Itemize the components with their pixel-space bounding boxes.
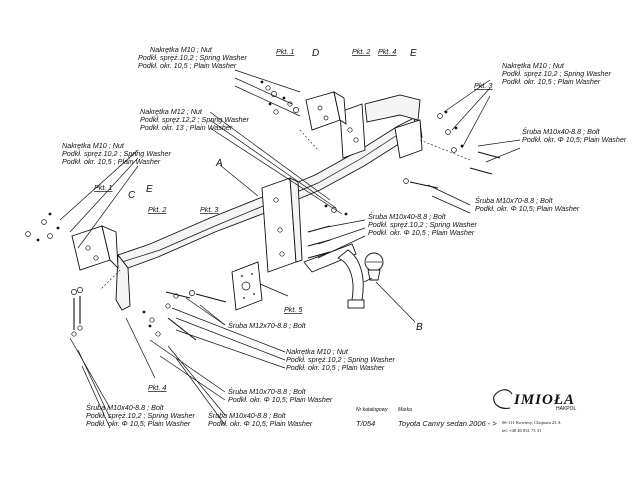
svg-text:Nakrętka M10 ; Nut: Nakrętka M10 ; Nut (286, 347, 349, 356)
svg-text:Nakrętka M10 ; Nut: Nakrętka M10 ; Nut (502, 61, 565, 70)
svg-text:Pkt. 4: Pkt. 4 (378, 47, 396, 56)
svg-text:Podkł. okr. Φ 10,5; Plain Wash: Podkł. okr. Φ 10,5; Plain Washer (522, 135, 627, 144)
callout-bolt-right-upper: Śruba M10x40-8.8 ; Bolt Podkł. okr. Φ 10… (522, 127, 627, 144)
svg-text:A: A (215, 158, 223, 169)
svg-text:E: E (146, 184, 153, 195)
fasteners-top-center (260, 80, 299, 115)
svg-text:Podkł. spręż.10,2 ; Spring Was: Podkł. spręż.10,2 ; Spring Washer (502, 69, 612, 78)
svg-text:Podkł. spręż.10,2 ; Spring Was: Podkł. spręż.10,2 ; Spring Washer (286, 355, 396, 364)
svg-text:IMIOŁA: IMIOŁA (513, 392, 575, 408)
svg-text:Nakrętka M12 ; Nut: Nakrętka M12 ; Nut (140, 107, 203, 116)
svg-text:Pkt. 2: Pkt. 2 (148, 205, 166, 214)
svg-text:Podkł. spręż.10,2 ; Spring Was: Podkł. spręż.10,2 ; Spring Washer (138, 53, 248, 62)
svg-text:D: D (312, 48, 319, 59)
callout-bolt-m12: Śruba M12x70-8.8 ; Bolt (228, 321, 307, 330)
svg-text:Podkł. spręż.10,2 ; Spring Was: Podkł. spręż.10,2 ; Spring Washer (368, 220, 478, 229)
svg-text:Pkt. 5: Pkt. 5 (284, 305, 303, 314)
svg-text:Nr katalogowy: Nr katalogowy (356, 407, 388, 413)
svg-text:Podkł. okr. Φ 10,5; Plain Wash: Podkł. okr. Φ 10,5; Plain Washer (475, 204, 580, 213)
svg-text:Pkt. 4: Pkt. 4 (148, 383, 166, 392)
brand-logo: IMIOŁA HAKPOL 06-111 Kowiesy, Chojnata 2… (493, 389, 577, 433)
callout-bolt-bottom-left: Śruba M10x40-8.8 ; Bolt Podkł. spręż.10,… (86, 403, 196, 428)
svg-text:E: E (410, 48, 417, 59)
svg-text:Podkł. okr. Φ 10,5 ; Plain Was: Podkł. okr. Φ 10,5 ; Plain Washer (368, 228, 475, 237)
svg-text:Śruba M12x70-8.8 ; Bolt: Śruba M12x70-8.8 ; Bolt (228, 321, 307, 330)
svg-text:Pkt. 1: Pkt. 1 (276, 47, 294, 56)
callout-nut-top-center: Nakrętka M10 ; Nut Podkł. spręż.10,2 ; S… (138, 45, 248, 70)
callout-bolt-center: Śruba M10x40-8.8 ; Bolt Podkł. spręż.10,… (368, 212, 478, 237)
svg-text:Podkł. okr. 13 ; Plain Washer: Podkł. okr. 13 ; Plain Washer (140, 123, 233, 132)
callout-nut-right: Nakrętka M10 ; Nut Podkł. spręż.10,2 ; S… (502, 61, 612, 86)
svg-text:Nakrętka M10 ; Nut: Nakrętka M10 ; Nut (62, 141, 125, 150)
callout-nut-m12: Nakrętka M12 ; Nut Podkł. spręż.12,2 ; S… (140, 107, 250, 132)
svg-text:Podkł. okr. Φ 10,5; Plain Wash: Podkł. okr. Φ 10,5; Plain Washer (86, 419, 191, 428)
svg-text:Śruba M10x40-8.8 ; Bolt: Śruba M10x40-8.8 ; Bolt (86, 403, 165, 412)
svg-text:Podkł. okr. 10,5 ; Plain Washe: Podkł. okr. 10,5 ; Plain Washer (62, 157, 161, 166)
svg-text:Nakrętka M10 ; Nut: Nakrętka M10 ; Nut (150, 45, 213, 54)
callout-nut-bottom-center: Nakrętka M10 ; Nut Podkł. spręż.10,2 ; S… (286, 347, 396, 372)
svg-text:Pkt. 1: Pkt. 1 (94, 183, 112, 192)
svg-text:Podkł. okr. Φ 10,5; Plain Wash: Podkł. okr. Φ 10,5; Plain Washer (228, 395, 333, 404)
svg-text:Podkł. okr. Φ 10,5; Plain Wash: Podkł. okr. Φ 10,5; Plain Washer (208, 419, 313, 428)
svg-text:Toyota Camry sedan 2006 - >: Toyota Camry sedan 2006 - > (398, 419, 497, 428)
svg-text:Pkt. 3: Pkt. 3 (474, 81, 492, 90)
fasteners-right (403, 110, 501, 189)
svg-text:Śruba M10x40-8.8 ; Bolt: Śruba M10x40-8.8 ; Bolt (368, 212, 447, 221)
hitch-mount-plate (261, 177, 303, 273)
svg-text:Śruba M10x70-8.8 ; Bolt: Śruba M10x70-8.8 ; Bolt (475, 196, 554, 205)
svg-text:Śruba M10x70-8.8 ; Bolt: Śruba M10x70-8.8 ; Bolt (228, 387, 307, 396)
leader-lines (59, 69, 521, 429)
svg-text:C: C (128, 190, 136, 201)
svg-text:Śruba M10x40-8.8 ; Bolt: Śruba M10x40-8.8 ; Bolt (522, 127, 601, 136)
bracket-e-left (71, 225, 119, 271)
svg-text:Pkt. 2: Pkt. 2 (352, 47, 370, 56)
bracket-d (305, 91, 347, 131)
socket-plate (231, 261, 263, 311)
pkt-labels: Pkt. 1 Pkt. 2 Pkt. 4 Pkt. 3 Pkt. 1 Pkt. … (94, 47, 492, 392)
title-block: Nr katalogowy Marka T/054 Toyota Camry s… (356, 407, 497, 428)
svg-text:Podkł. okr. 10,5 ; Plain Washe: Podkł. okr. 10,5 ; Plain Washer (286, 363, 385, 372)
svg-text:Podkł. spręż.12,2 ; Spring Was: Podkł. spręż.12,2 ; Spring Washer (140, 115, 250, 124)
svg-text:06-111 Kowiesy, Chojnata 23 A: 06-111 Kowiesy, Chojnata 23 A (502, 420, 561, 426)
svg-text:Podkł. okr. 10,5 ; Plain Washe: Podkł. okr. 10,5 ; Plain Washer (138, 61, 237, 70)
tow-ball-b (303, 243, 384, 309)
svg-text:HAKPOL: HAKPOL (556, 406, 577, 412)
alignment-lines (99, 129, 471, 291)
fasteners-left (25, 212, 60, 242)
bracket-e-right (339, 94, 423, 159)
svg-text:tel. +48 46 831 73 31: tel. +48 46 831 73 31 (502, 428, 542, 433)
svg-text:Podkł. okr. 10,5 ; Plain Washe: Podkł. okr. 10,5 ; Plain Washer (502, 77, 601, 86)
callout-bolt-right-mid: Śruba M10x70-8.8 ; Bolt Podkł. okr. Φ 10… (475, 196, 580, 213)
svg-text:B: B (416, 322, 423, 333)
fasteners-center (307, 204, 348, 259)
callout-nut-left: Nakrętka M10 ; Nut Podkł. spręż.10,2 ; S… (62, 141, 172, 166)
svg-text:Podkł. spręż.10,2 ; Spring Was: Podkł. spręż.10,2 ; Spring Washer (62, 149, 172, 158)
fasteners-bottom-center (142, 290, 227, 341)
svg-text:Pkt. 3: Pkt. 3 (200, 205, 218, 214)
svg-text:T/054: T/054 (356, 419, 375, 428)
svg-text:Śruba M10x40-8.8 ; Bolt: Śruba M10x40-8.8 ; Bolt (208, 411, 287, 420)
svg-text:Marka: Marka (398, 407, 412, 413)
svg-text:Podkł. spręż.10,2 ; Spring Was: Podkł. spręż.10,2 ; Spring Washer (86, 411, 196, 420)
callout-bolt-m10x40-bottom: Śruba M10x40-8.8 ; Bolt Podkł. okr. Φ 10… (208, 411, 313, 428)
fasteners-bottom-left (71, 287, 83, 337)
callout-bolt-m10x70-bottom: Śruba M10x70-8.8 ; Bolt Podkł. okr. Φ 10… (228, 387, 333, 404)
part-letters: A B C D E E (128, 48, 423, 333)
